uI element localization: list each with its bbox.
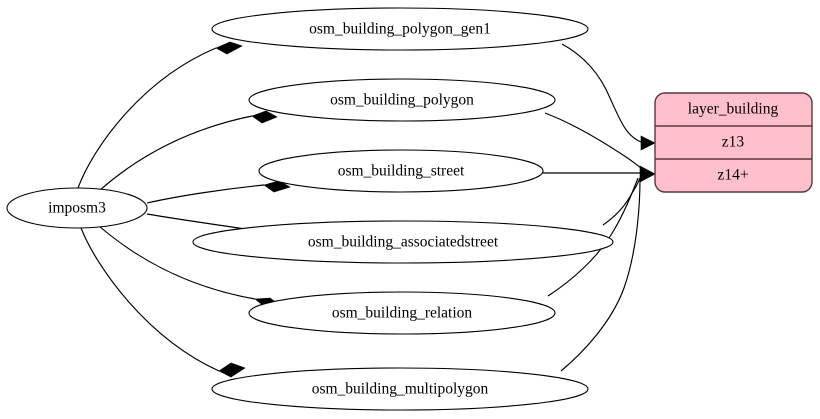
node-osm_building_street[interactable]: osm_building_street [258,149,544,193]
arrowhead-imposm3-to-osm_building_polygon [251,110,278,124]
edge-imposm3-to-osm_building_associatedstreet [146,213,246,230]
node-osm_building_multipolygon-label: osm_building_multipolygon [312,381,489,398]
node-osm_building_multipolygon-ellipse[interactable] [211,367,589,411]
node-osm_building_polygon_gen1-label: osm_building_polygon_gen1 [309,21,491,38]
layer_building-row-z13-label: z13 [722,134,745,151]
node-osm_building_relation-label: osm_building_relation [332,305,473,322]
edge-osm_building_multipolygon-to-layer_building-z14 [560,178,641,372]
node-osm_building_polygon_gen1-ellipse[interactable] [211,7,589,51]
arrowhead-imposm3-to-osm_building_polygon_gen1 [215,41,243,55]
edge-osm_building_polygon_gen1-to-layer_building-z13 [561,43,642,143]
node-layer_building-table[interactable]: layer_building z13 z14+ [654,92,813,193]
node-osm_building_multipolygon[interactable]: osm_building_multipolygon [211,367,589,411]
node-osm_building_polygon[interactable]: osm_building_polygon [248,78,556,122]
node-osm_building_relation-ellipse[interactable] [248,291,556,335]
layer_building-table-background [654,92,813,193]
node-osm_building_polygon-ellipse[interactable] [248,78,556,122]
edge-imposm3-to-osm_building_multipolygon [80,227,220,372]
edge-imposm3-to-osm_building_polygon_gen1 [77,47,217,189]
node-osm_building_street-ellipse[interactable] [258,149,544,193]
edge-osm_building_polygon-to-layer_building-z14 [544,112,642,169]
node-osm_building_relation[interactable]: osm_building_relation [248,291,556,335]
node-osm_building_associatedstreet-ellipse[interactable] [192,220,614,264]
edge-imposm3-to-osm_building_relation [98,225,256,300]
edge-osm_building_relation-to-layer_building-z14 [547,177,639,297]
node-imposm3[interactable]: imposm3 [6,187,148,229]
arrowhead-imposm3-to-osm_building_street [263,180,291,193]
node-osm_building_street-label: osm_building_street [338,163,465,180]
node-osm_building_polygon-label: osm_building_polygon [330,92,474,109]
node-imposm3-ellipse[interactable] [6,187,148,229]
edge-imposm3-to-osm_building_street [146,184,265,204]
layer_building-title-label: layer_building [688,101,779,118]
node-osm_building_associatedstreet[interactable]: osm_building_associatedstreet [192,220,614,264]
arrowhead-layer_building-z13 [640,135,656,151]
edge-imposm3-to-osm_building_polygon [98,115,253,192]
node-osm_building_polygon_gen1[interactable]: osm_building_polygon_gen1 [211,7,589,51]
node-osm_building_associatedstreet-label: osm_building_associatedstreet [308,234,499,251]
layer_building-row-z14plus-label: z14+ [717,167,748,184]
edges-to-layer-building [543,43,656,372]
node-imposm3-label: imposm3 [48,200,106,217]
arrowhead-layer_building-z14plus [639,165,656,183]
arrowhead-imposm3-to-osm_building_multipolygon [218,362,246,378]
